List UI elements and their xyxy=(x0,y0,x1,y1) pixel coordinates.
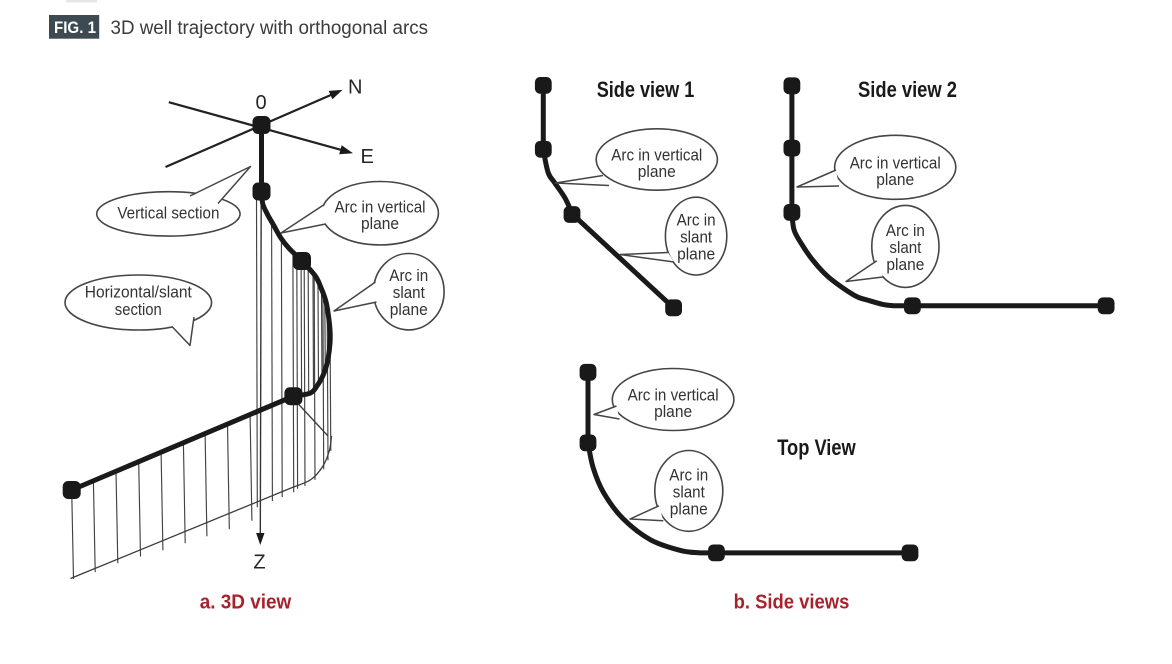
svg-text:0: 0 xyxy=(255,92,266,114)
svg-text:Side view 1: Side view 1 xyxy=(597,77,695,102)
svg-text:slant: slant xyxy=(673,483,705,501)
svg-text:Arc in: Arc in xyxy=(886,222,925,240)
svg-text:plane: plane xyxy=(361,215,399,233)
svg-text:plane: plane xyxy=(390,301,428,319)
svg-text:plane: plane xyxy=(876,171,914,189)
svg-text:3D well trajectory with orthog: 3D well trajectory with orthogonal arcs xyxy=(111,17,429,39)
svg-text:Arc in vertical: Arc in vertical xyxy=(628,387,719,405)
svg-text:plane: plane xyxy=(670,500,708,518)
svg-text:Arc in vertical: Arc in vertical xyxy=(611,147,702,165)
svg-text:Horizontal/slant: Horizontal/slant xyxy=(85,284,192,302)
svg-text:plane: plane xyxy=(638,163,676,181)
svg-text:slant: slant xyxy=(393,284,425,302)
svg-text:E: E xyxy=(361,146,374,168)
svg-text:plane: plane xyxy=(654,403,692,421)
svg-text:plane: plane xyxy=(677,246,715,264)
svg-text:section: section xyxy=(115,301,162,319)
svg-text:Arc in vertical: Arc in vertical xyxy=(850,154,941,172)
svg-text:slant: slant xyxy=(889,239,921,257)
svg-text:slant: slant xyxy=(680,229,712,247)
svg-text:FIG. 1: FIG. 1 xyxy=(54,19,96,37)
svg-text:Arc in: Arc in xyxy=(677,212,716,230)
svg-text:Top View: Top View xyxy=(777,435,856,460)
svg-text:b. Side views: b. Side views xyxy=(734,592,850,614)
svg-text:a. 3D view: a. 3D view xyxy=(200,592,292,614)
svg-text:Z: Z xyxy=(253,552,265,574)
svg-text:Side view 2: Side view 2 xyxy=(858,77,957,102)
svg-text:Vertical section: Vertical section xyxy=(117,205,219,223)
svg-text:plane: plane xyxy=(886,256,924,274)
svg-text:Arc in vertical: Arc in vertical xyxy=(335,199,426,217)
svg-text:Arc in: Arc in xyxy=(389,267,428,285)
svg-text:Arc in: Arc in xyxy=(669,466,708,484)
svg-text:N: N xyxy=(348,76,362,98)
